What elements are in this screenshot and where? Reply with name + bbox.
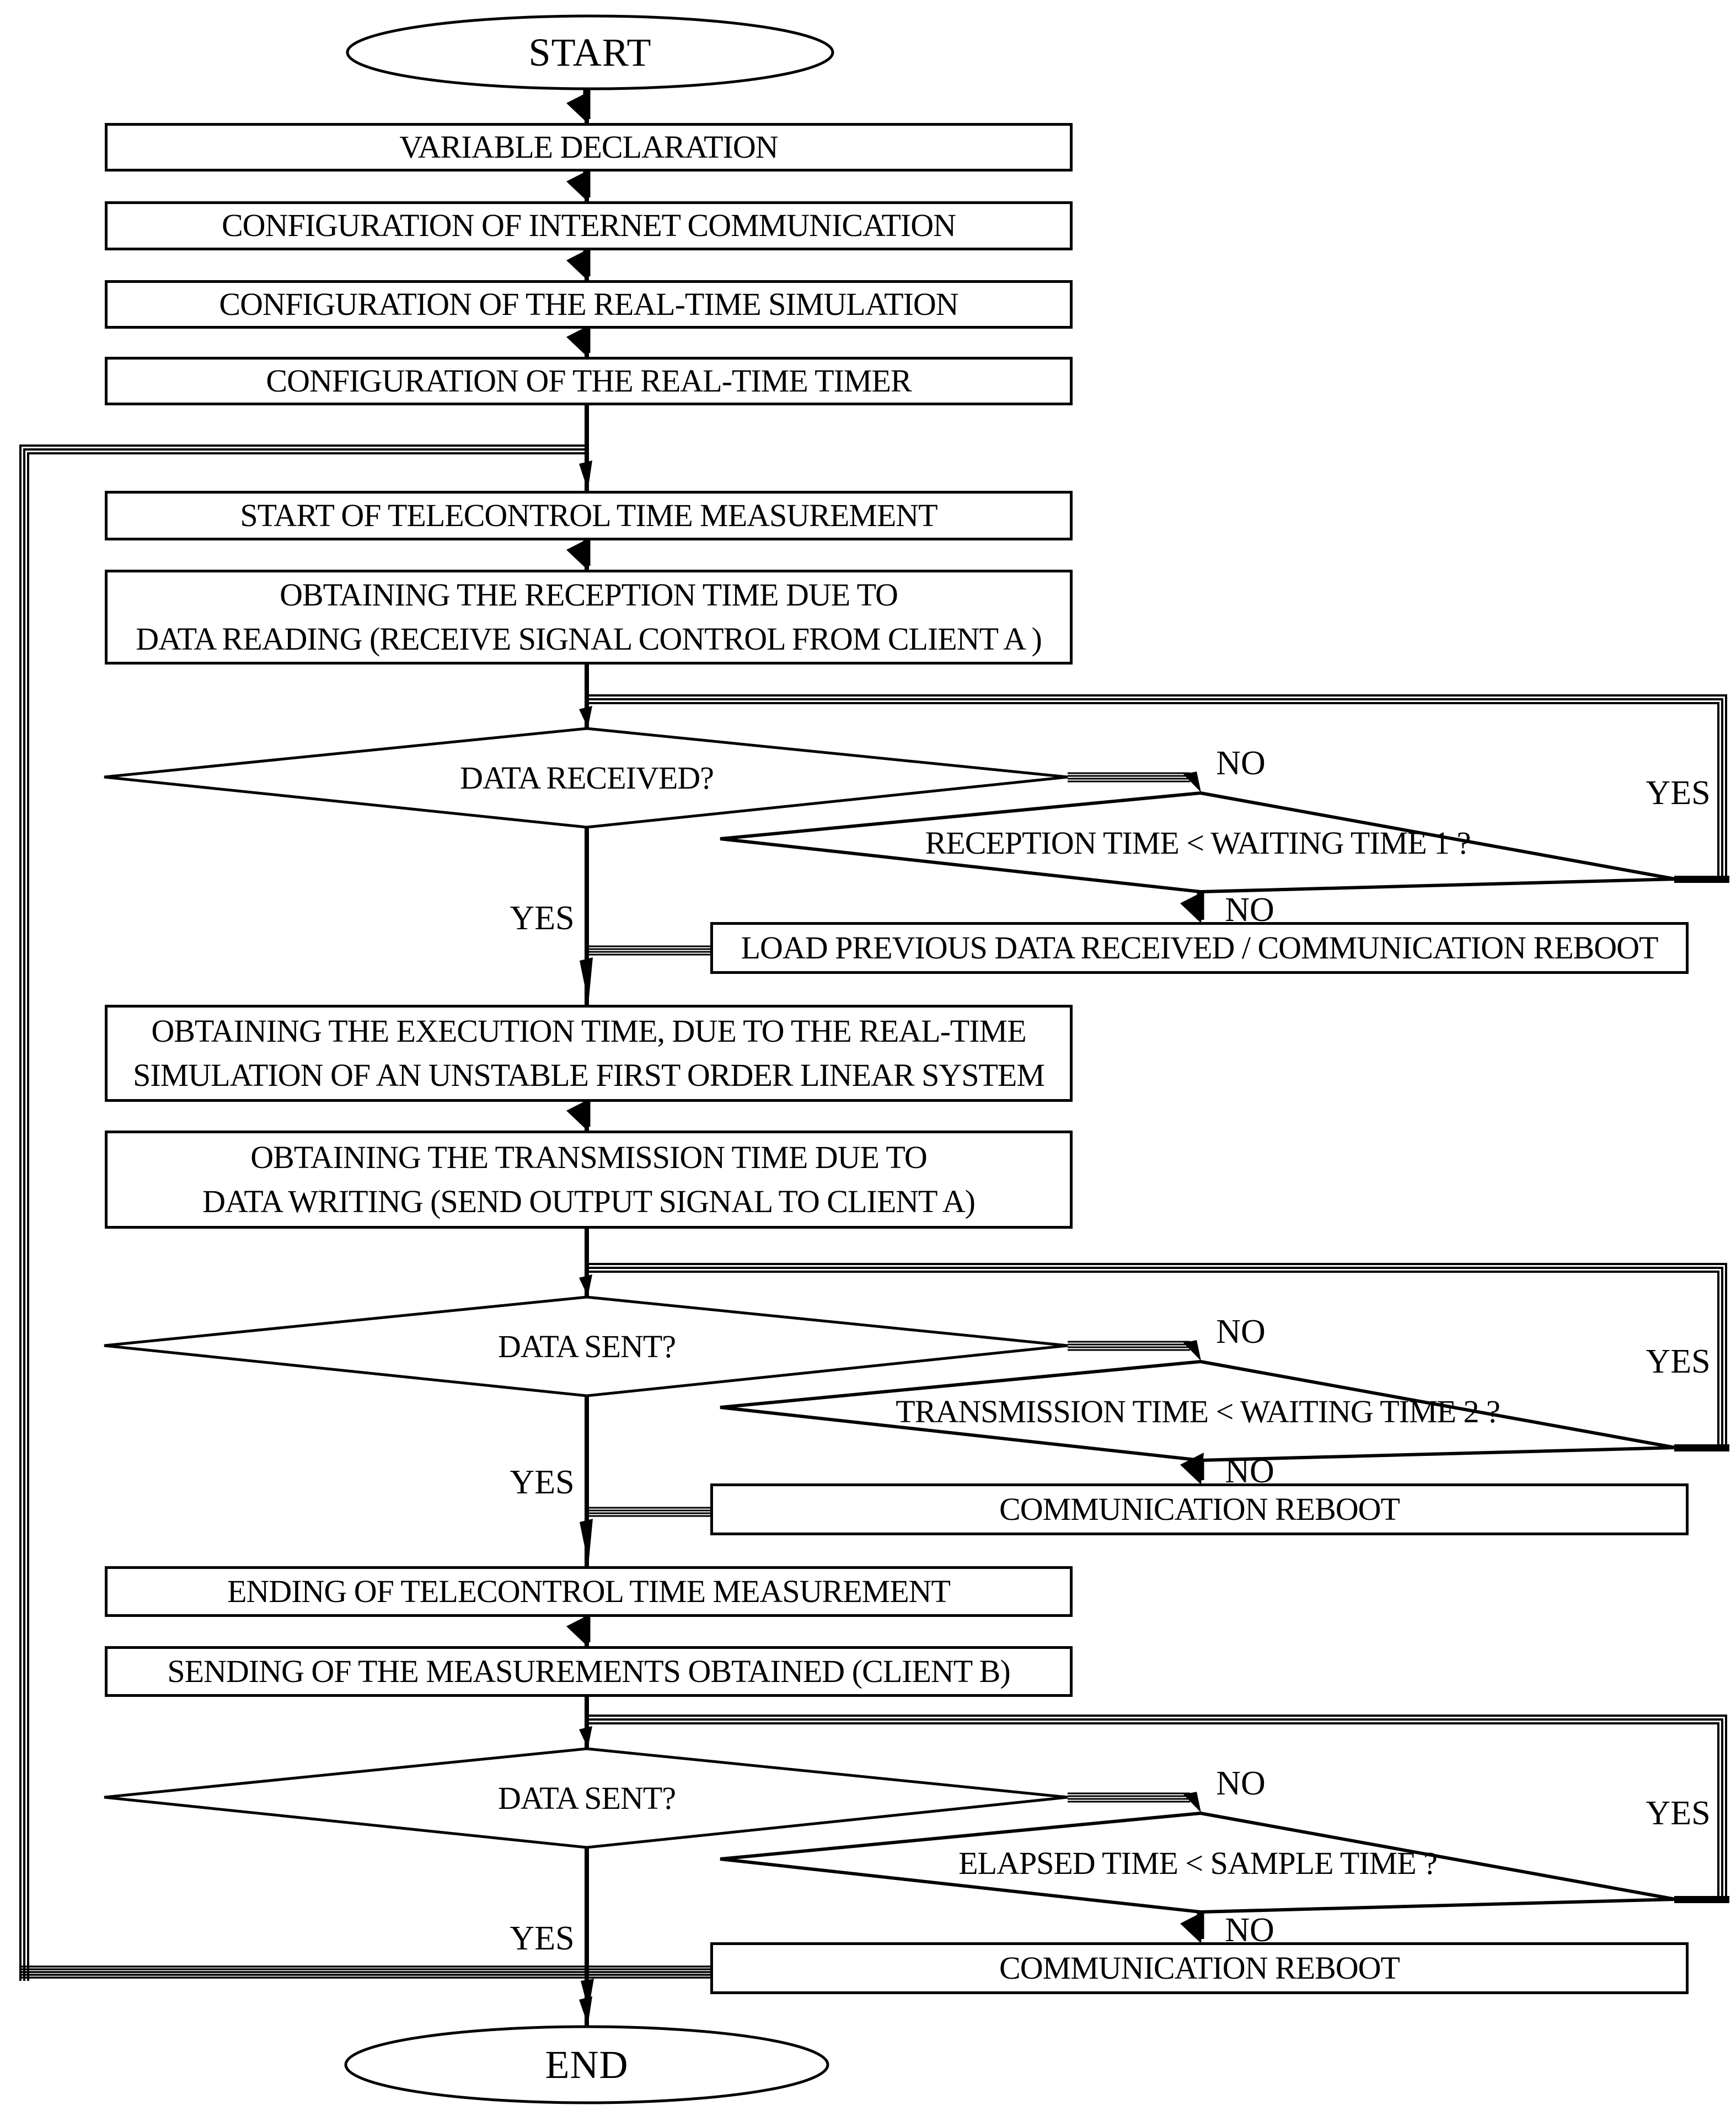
decision-label: ELAPSED TIME < SAMPLE TIME ? [958,1845,1438,1881]
label-yes-data-received: YES [498,896,586,940]
merge-back-lines [587,945,710,1517]
process-obtain-transmission-time: OBTAINING THE TRANSMISSION TIME DUE TO D… [105,1131,1073,1229]
label-no-data-received: NO [1197,741,1285,785]
end-label: END [545,2042,629,2087]
decision-label: DATA SENT? [497,1328,676,1364]
no-label: NO [1225,1911,1274,1949]
no-label: NO [1216,1764,1266,1802]
process-obtain-execution-time: OBTAINING THE EXECUTION TIME, DUE TO THE… [105,1005,1073,1102]
end-terminator-shape [344,2025,829,2104]
label-no-reception-wait: NO [1205,888,1294,932]
process-label-line1: OBTAINING THE TRANSMISSION TIME DUE TO [250,1139,927,1175]
decision-data-received-label: DATA RECEIVED? [201,750,973,805]
start-label: START [528,30,652,74]
decision-elapsed-sample-label: ELAPSED TIME < SAMPLE TIME ? [757,1835,1639,1890]
process-label-line1: OBTAINING THE RECEPTION TIME DUE TO [280,576,898,613]
no-label: NO [1225,1452,1274,1490]
loop2-retry-line [587,1263,1727,1445]
yes-label: YES [510,1919,575,1957]
process-sending-measurements: SENDING OF THE MEASUREMENTS OBTAINED (CL… [105,1646,1073,1697]
process-communication-reboot-2: COMMUNICATION REBOOT [710,1942,1689,1994]
yes-label: YES [510,1463,575,1501]
decision-label: DATA SENT? [497,1780,676,1816]
arrowheads [566,91,1204,1943]
process-label: START OF TELECONTROL TIME MEASUREMENT [240,497,937,533]
diamond-elapsed-sample [720,1811,1676,1914]
process-config-timer: CONFIGURATION OF THE REAL-TIME TIMER [105,357,1073,405]
yes-connector-bars [1674,876,1729,1903]
process-label-line1: OBTAINING THE EXECUTION TIME, DUE TO THE… [151,1013,1026,1049]
no-label: NO [1216,744,1266,782]
label-no-data-sent-1: NO [1197,1310,1285,1354]
decision-label: DATA RECEIVED? [460,759,714,796]
decision-reception-wait-label: RECEPTION TIME < WAITING TIME 1 ? [757,815,1639,870]
decision-data-sent-2-label: DATA SENT? [201,1770,973,1825]
decision-label: TRANSMISSION TIME < WAITING TIME 2 ? [896,1393,1500,1429]
process-variable-declaration: VARIABLE DECLARATION [105,123,1073,172]
diamond-data-sent-2 [104,1747,1068,1849]
decision-diamonds [104,727,1676,1914]
yes-label: YES [1646,1342,1711,1380]
process-config-simulation: CONFIGURATION OF THE REAL-TIME SIMULATIO… [105,280,1073,329]
process-label: CONFIGURATION OF INTERNET COMMUNICATION [222,207,956,244]
loop1-retry-line [587,694,1727,877]
diamond-data-received [104,727,1068,829]
decision-data-sent-1-label: DATA SENT? [201,1319,973,1374]
start-terminator-shape [346,14,834,90]
process-label-line2: SIMULATION OF AN UNSTABLE FIRST ORDER LI… [133,1057,1045,1093]
process-obtain-reception-time: OBTAINING THE RECEPTION TIME DUE TO DATA… [105,570,1073,665]
yes-label: YES [510,899,575,937]
decision-transmission-wait-label: TRANSMISSION TIME < WAITING TIME 2 ? [757,1384,1639,1439]
harpoon-arrows [579,460,1201,2025]
process-label: SENDING OF THE MEASUREMENTS OBTAINED (CL… [167,1653,1010,1689]
yes-label: YES [1646,1794,1711,1832]
yes-label: YES [1646,774,1711,812]
process-start-measurement: START OF TELECONTROL TIME MEASUREMENT [105,491,1073,540]
process-label-line2: DATA READING (RECEIVE SIGNAL CONTROL FRO… [136,621,1042,657]
decision-label: RECEPTION TIME < WAITING TIME 1 ? [925,824,1471,861]
no-label: NO [1225,891,1274,929]
bottom-return-line [19,1965,710,1979]
process-ending-measurement: ENDING OF TELECONTROL TIME MEASUREMENT [105,1566,1073,1617]
label-yes-transmission-wait: YES [1634,1340,1722,1384]
label-no-transmission-wait: NO [1205,1449,1294,1493]
process-label: CONFIGURATION OF THE REAL-TIME SIMULATIO… [219,286,958,322]
loop3-retry-line [587,1715,1727,1897]
label-yes-reception-wait: YES [1634,771,1722,815]
label-no-data-sent-2: NO [1197,1761,1285,1806]
label-yes-data-sent-2: YES [498,1916,586,1960]
process-config-internet: CONFIGURATION OF INTERNET COMMUNICATION [105,201,1073,250]
no-label: NO [1216,1313,1266,1351]
process-label: COMMUNICATION REBOOT [999,1949,1400,1986]
process-label: ENDING OF TELECONTROL TIME MEASUREMENT [227,1573,951,1609]
process-label: LOAD PREVIOUS DATA RECEIVED / COMMUNICAT… [741,929,1659,966]
start-terminator-label: START [347,16,833,89]
no-branch-lines [1068,772,1190,1803]
diamond-reception-wait [720,791,1676,894]
outer-loop-line [19,444,587,1981]
process-label-line2: DATA WRITING (SEND OUTPUT SIGNAL TO CLIE… [202,1183,976,1219]
label-yes-elapsed-sample: YES [1634,1791,1722,1835]
process-load-previous-data: LOAD PREVIOUS DATA RECEIVED / COMMUNICAT… [710,922,1689,974]
label-no-elapsed-sample: NO [1205,1908,1294,1952]
process-label: VARIABLE DECLARATION [399,128,778,165]
process-label: CONFIGURATION OF THE REAL-TIME TIMER [266,362,912,399]
end-terminator-label: END [346,2027,828,2103]
label-yes-data-sent-1: YES [498,1460,586,1504]
diamond-data-sent-1 [104,1295,1068,1397]
process-label: COMMUNICATION REBOOT [999,1491,1400,1527]
process-communication-reboot-1: COMMUNICATION REBOOT [710,1483,1689,1535]
